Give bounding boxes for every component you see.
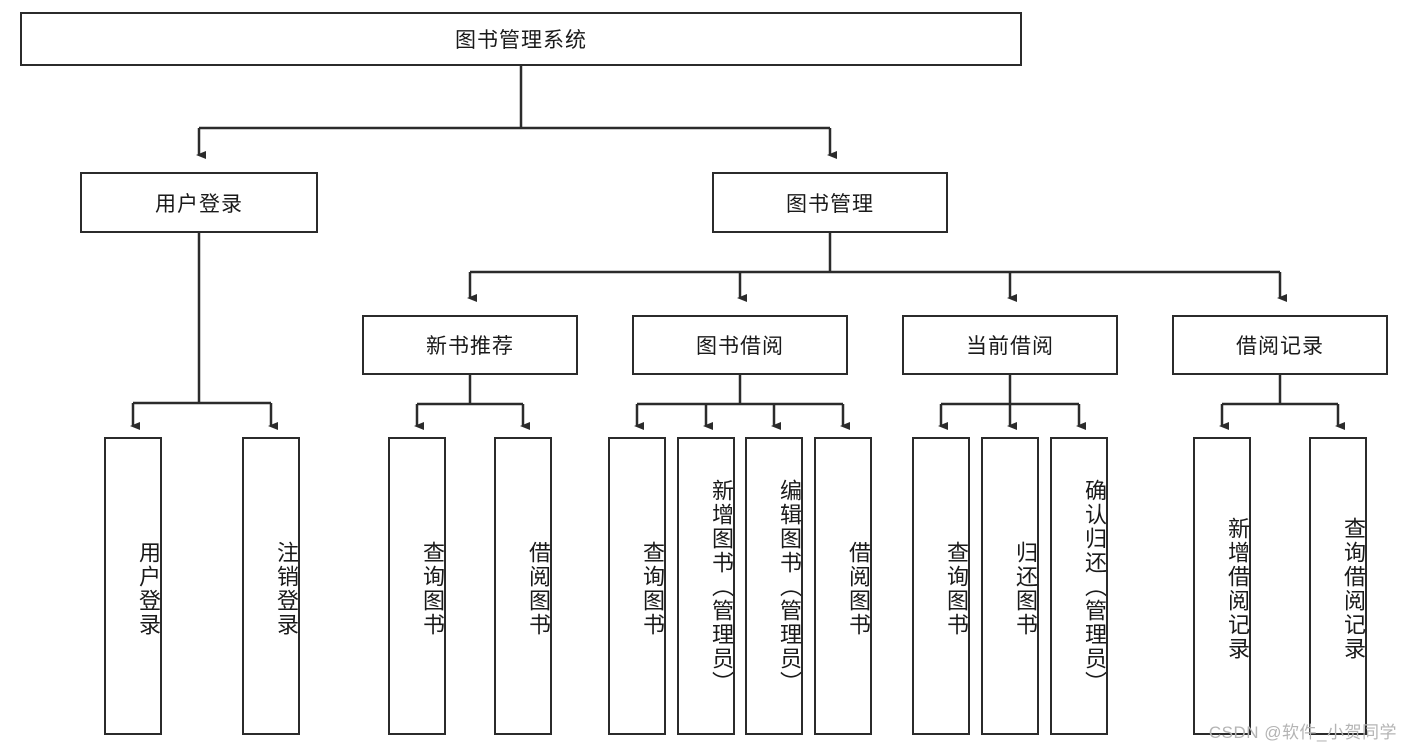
node-label: 查询借阅记录 (1341, 517, 1366, 661)
node-root-book-management-system[interactable]: 图书管理系统 (20, 12, 1022, 66)
leaf-user-login-login[interactable]: 用户登录 (104, 437, 162, 735)
node-label: 图书管理 (786, 192, 874, 216)
leaf-current-borrow-return[interactable]: 归还图书 (981, 437, 1039, 735)
node-label: 借阅图书 (526, 541, 551, 637)
node-label: 新书推荐 (426, 335, 514, 358)
node-new-book-recommend[interactable]: 新书推荐 (362, 315, 578, 375)
leaf-new-book-query[interactable]: 查询图书 (388, 437, 446, 735)
node-label: 查询图书 (640, 541, 665, 637)
node-book-management[interactable]: 图书管理 (712, 172, 948, 233)
watermark: CSDN @软件_小贺同学 (1208, 723, 1397, 742)
node-label: 图书借阅 (696, 335, 784, 358)
node-current-borrow[interactable]: 当前借阅 (902, 315, 1118, 375)
node-label: 用户登录 (136, 541, 161, 637)
leaf-book-borrow-borrow[interactable]: 借阅图书 (814, 437, 872, 735)
leaf-borrow-record-add[interactable]: 新增借阅记录 (1193, 437, 1251, 735)
node-label: 查询图书 (420, 541, 445, 637)
node-label: 图书管理系统 (455, 29, 587, 52)
node-label: 新增图书（管理员） (709, 479, 734, 695)
node-label: 用户登录 (155, 192, 243, 216)
leaf-borrow-record-query[interactable]: 查询借阅记录 (1309, 437, 1367, 735)
node-label: 编辑图书（管理员） (777, 479, 802, 695)
node-user-login[interactable]: 用户登录 (80, 172, 318, 233)
node-label: 新增借阅记录 (1225, 517, 1250, 661)
leaf-book-borrow-edit[interactable]: 编辑图书（管理员） (745, 437, 803, 735)
node-label: 归还图书 (1013, 541, 1038, 637)
node-label: 借阅记录 (1236, 335, 1324, 358)
leaf-user-login-logout[interactable]: 注销登录 (242, 437, 300, 735)
node-label: 查询图书 (944, 541, 969, 637)
node-book-borrow[interactable]: 图书借阅 (632, 315, 848, 375)
leaf-book-borrow-query[interactable]: 查询图书 (608, 437, 666, 735)
node-label: 当前借阅 (966, 335, 1054, 358)
node-label: 借阅图书 (846, 541, 871, 637)
node-label: 确认归还（管理员） (1082, 479, 1107, 695)
leaf-new-book-borrow[interactable]: 借阅图书 (494, 437, 552, 735)
leaf-book-borrow-add[interactable]: 新增图书（管理员） (677, 437, 735, 735)
leaf-current-borrow-query[interactable]: 查询图书 (912, 437, 970, 735)
node-label: 注销登录 (274, 541, 299, 637)
leaf-current-borrow-confirm-return[interactable]: 确认归还（管理员） (1050, 437, 1108, 735)
node-borrow-record[interactable]: 借阅记录 (1172, 315, 1388, 375)
